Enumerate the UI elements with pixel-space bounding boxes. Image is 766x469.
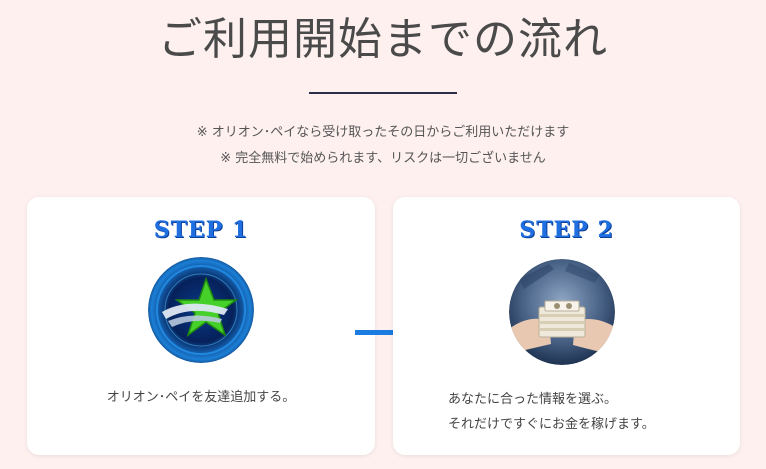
step-description-line: あなたに合った情報を選ぶ。 <box>448 392 618 407</box>
step-card-2: STEP 2 あなたに合った情報を選ぶ。 それだ <box>393 197 740 455</box>
title-underline <box>309 92 457 94</box>
step-description: オリオン･ペイを友達追加する。 <box>27 385 375 410</box>
page-title: ご利用開始までの流れ <box>158 14 608 65</box>
step-description-line: それだけですぐにお金を稼げます。 <box>448 417 655 432</box>
step-label: STEP 2 <box>519 217 614 243</box>
step-description-line: オリオン･ペイを友達追加する。 <box>106 390 296 405</box>
step-description: あなたに合った情報を選ぶ。 それだけですぐにお金を稼げます。 <box>448 387 728 437</box>
orion-star-logo-icon <box>148 257 254 363</box>
note-line: ※ 完全無料で始められます、リスクは一切ございません <box>220 151 546 166</box>
cash-stack-photo-icon <box>509 259 615 365</box>
note-line: ※ オリオン･ペイなら受け取ったその日からご利用いただけます <box>196 125 570 140</box>
step-card-1: STEP 1 オリオン･ペイを友達追加する。 <box>27 197 375 455</box>
step-label: STEP 1 <box>153 217 249 243</box>
notes-block: ※ オリオン･ペイなら受け取ったその日からご利用いただけます ※ 完全無料で始め… <box>0 120 766 172</box>
